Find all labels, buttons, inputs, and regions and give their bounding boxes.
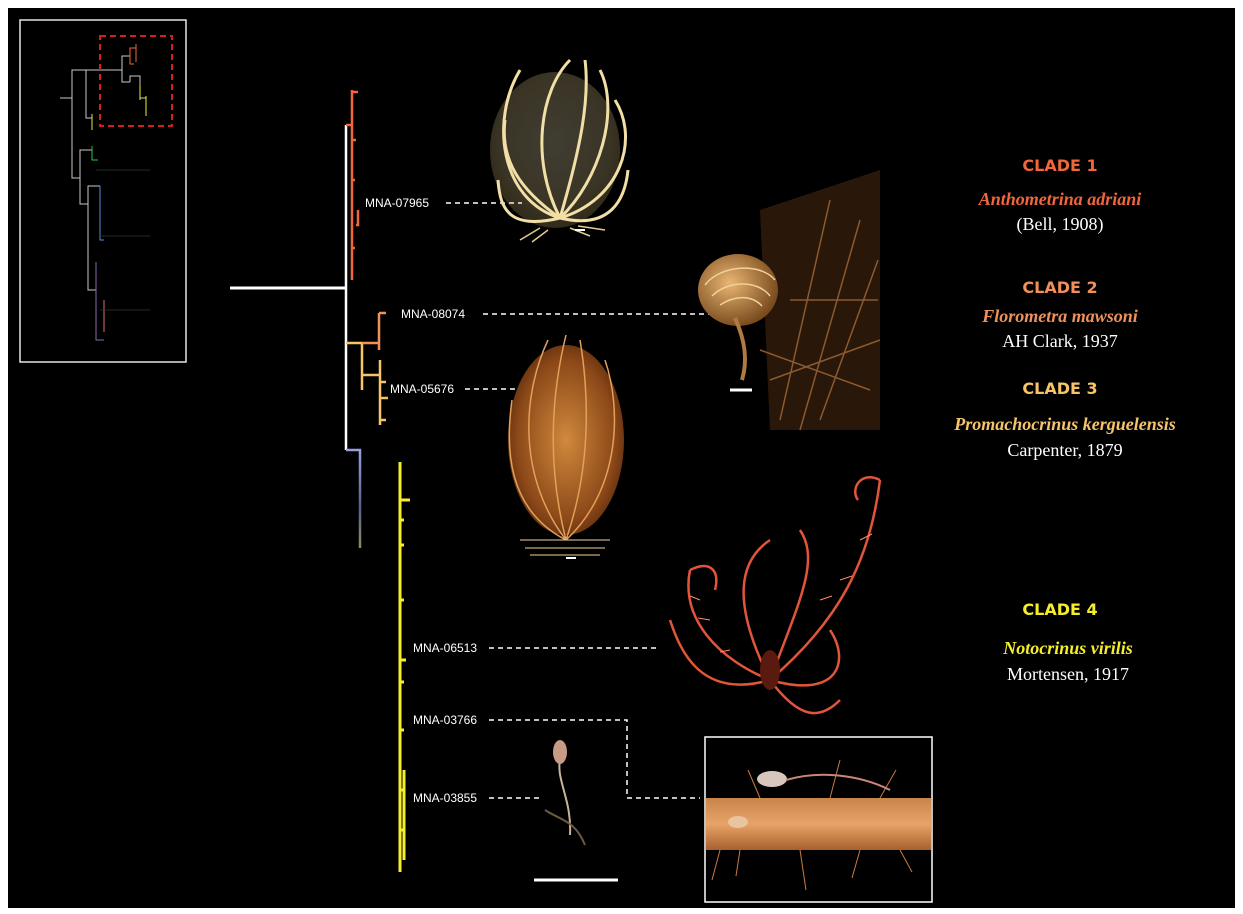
specimen-closeup-inset xyxy=(705,737,932,902)
clade-species: Notocrinus virilis xyxy=(918,637,1218,659)
overview-inset xyxy=(20,20,186,362)
clade-species: Florometra mawsoni xyxy=(910,305,1210,327)
specimen-label: MNA-07965 xyxy=(365,196,429,210)
inset-frame xyxy=(20,20,186,362)
clade-title: CLADE 2 xyxy=(940,278,1180,298)
leader-mna-03766 xyxy=(489,720,700,798)
specimen-label: MNA-06513 xyxy=(413,641,477,655)
clade-author: (Bell, 1908) xyxy=(910,213,1210,235)
specimen-label: MNA-03855 xyxy=(413,791,477,805)
clade-4-stem xyxy=(346,450,360,548)
specimen-image-promachocrinus xyxy=(508,335,624,558)
specimen-label: MNA-05676 xyxy=(390,382,454,396)
specimen-image-anthometrina xyxy=(490,60,628,242)
specimen-image-stalked-crinoid xyxy=(534,740,618,880)
clade-4-branches xyxy=(400,462,410,872)
specimen-label: MNA-08074 xyxy=(401,307,465,321)
clade-1-branches xyxy=(346,90,358,280)
specimen-image-florometra xyxy=(698,170,880,430)
clade-species: Anthometrina adriani xyxy=(910,188,1210,210)
clade-title: CLADE 3 xyxy=(940,379,1180,399)
specimen-label: MNA-03766 xyxy=(413,713,477,727)
clade-title: CLADE 1 xyxy=(940,156,1180,176)
clade-author: AH Clark, 1937 xyxy=(910,330,1210,352)
clade-title: CLADE 4 xyxy=(940,600,1180,620)
clade-23-branches xyxy=(346,313,388,425)
clade-author: Mortensen, 1917 xyxy=(918,663,1218,685)
specimen-image-notocrinus xyxy=(670,477,880,713)
clade-species: Promachocrinus kerguelensis xyxy=(915,413,1215,435)
clade-author: Carpenter, 1879 xyxy=(915,439,1215,461)
